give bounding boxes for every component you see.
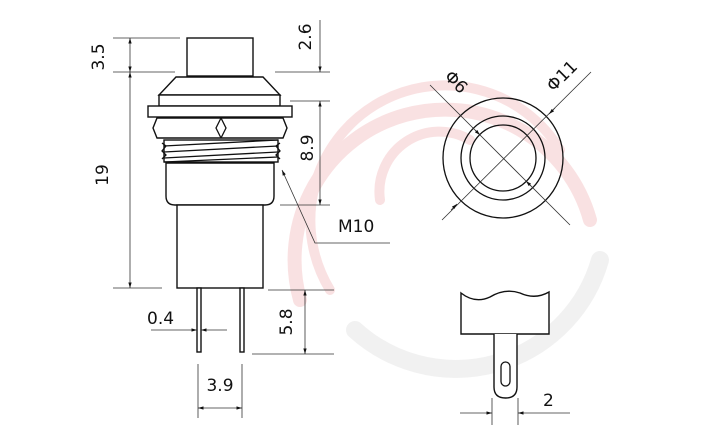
- dim-outer-diameter: Φ11: [543, 57, 582, 96]
- pin-right: [239, 287, 245, 353]
- body-upper: [165, 162, 275, 206]
- body-section: [460, 290, 550, 335]
- cap-ring: [158, 94, 281, 107]
- dim-pin-thickness: 0.4: [147, 309, 174, 329]
- switch-side-view: [147, 37, 293, 353]
- pin-left: [196, 287, 202, 353]
- pin-detail-view: [460, 290, 570, 425]
- thread: [161, 139, 281, 163]
- dim-body-height: 19: [93, 164, 113, 186]
- dim-pin-width: 2: [543, 391, 554, 411]
- dimension-lines: [113, 20, 390, 418]
- dim-thread-spec: M10: [338, 217, 374, 237]
- dim-pin-spacing: 3.9: [206, 376, 233, 396]
- plunger: [186, 37, 254, 77]
- solder-hole: [500, 361, 511, 387]
- solder-tab: [493, 334, 518, 399]
- dim-cap-height: 3.5: [89, 43, 109, 70]
- dim-thread-length: 8.9: [298, 134, 318, 161]
- cap-bezel: [157, 76, 282, 96]
- switch-top-view: [429, 71, 592, 226]
- body-lower: [176, 204, 264, 289]
- dim-plunger-travel: 2.6: [296, 23, 316, 50]
- dim-pin-length: 5.8: [277, 308, 297, 335]
- hex-nut: [152, 117, 288, 139]
- dim-inner-diameter: Φ6: [440, 67, 471, 98]
- flange: [147, 105, 293, 118]
